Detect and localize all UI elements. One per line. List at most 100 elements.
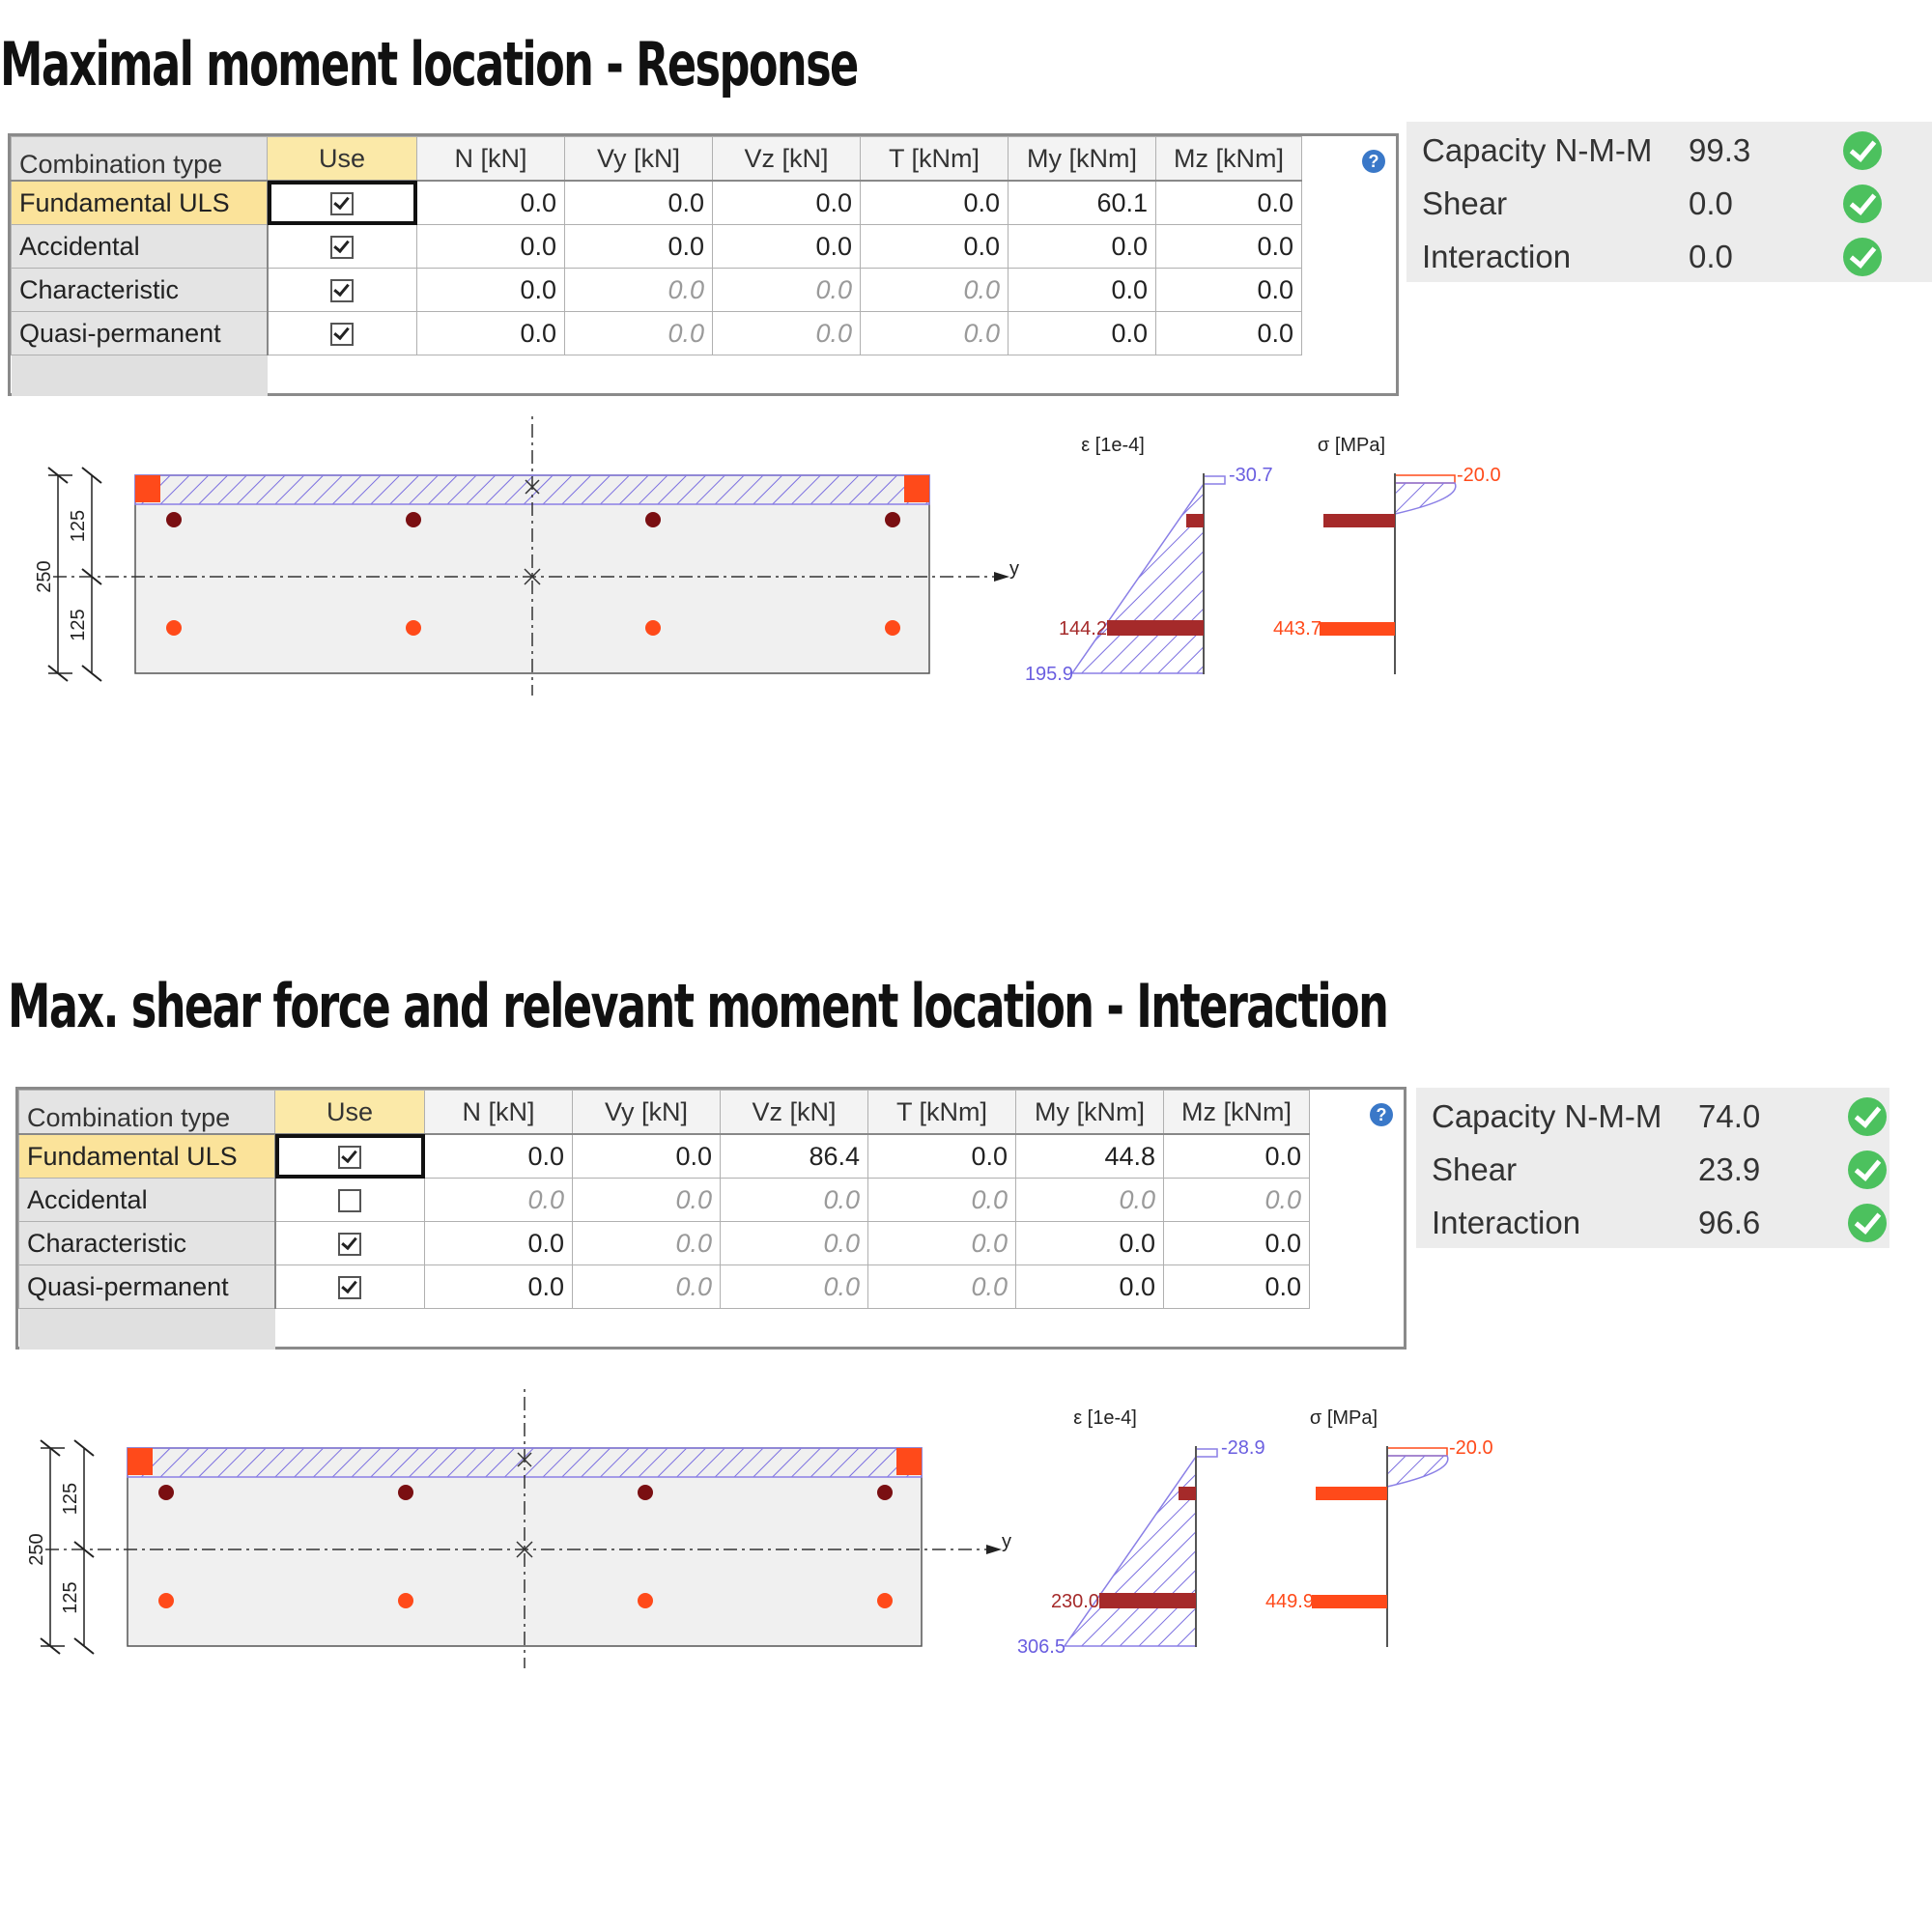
value-cell[interactable]: 0.0 [1155,268,1302,312]
use-checkbox-cell[interactable] [274,1221,425,1265]
value-cell[interactable]: 0.0 [416,311,565,355]
value-cell[interactable]: 0.0 [860,180,1009,225]
column-header[interactable]: Mz [kNm] [1163,1090,1310,1135]
column-header[interactable]: Mz [kNm] [1155,136,1302,182]
use-checkbox[interactable] [330,279,355,303]
column-header[interactable]: Combination type [11,136,268,182]
value-cell[interactable]: 0.0 [424,1133,573,1179]
value-cell[interactable]: 0.0 [860,268,1009,312]
value-cell[interactable]: 0.0 [712,180,861,225]
value-cell[interactable]: 0.0 [1155,224,1302,269]
value-cell[interactable]: 0.0 [424,1264,573,1309]
value-cell[interactable]: 0.0 [564,224,713,269]
combination-label[interactable]: Quasi-permanent [18,1264,276,1309]
value-cell[interactable]: 0.0 [712,224,861,269]
value-cell[interactable]: 0.0 [424,1178,573,1222]
combination-label[interactable]: Accidental [11,224,269,269]
value-cell[interactable]: 0.0 [720,1264,868,1309]
value-cell[interactable]: 0.0 [860,311,1009,355]
value-cell[interactable]: 0.0 [1155,311,1302,355]
use-checkbox-cell[interactable] [267,180,417,225]
column-header[interactable]: Vy [kN] [572,1090,721,1135]
column-header[interactable]: Vy [kN] [564,136,713,182]
use-checkbox[interactable] [330,192,355,216]
value-cell[interactable]: 0.0 [1015,1178,1164,1222]
value-cell[interactable]: 0.0 [416,268,565,312]
value-cell[interactable]: 86.4 [720,1133,868,1179]
combination-label[interactable]: Quasi-permanent [11,311,269,355]
value-cell[interactable]: 0.0 [424,1221,573,1265]
combination-label[interactable]: Accidental [18,1178,276,1222]
value-cell[interactable]: 0.0 [1163,1264,1310,1309]
value-cell[interactable]: 0.0 [867,1133,1016,1179]
combination-label[interactable]: Characteristic [18,1221,276,1265]
value-cell[interactable]: 0.0 [720,1178,868,1222]
use-checkbox-cell[interactable] [267,268,417,312]
value-cell[interactable]: 0.0 [416,180,565,225]
value-cell[interactable]: 0.0 [1015,1264,1164,1309]
combination-label[interactable]: Fundamental ULS [11,180,269,225]
value-cell[interactable]: 0.0 [572,1221,721,1265]
value-cell[interactable]: 0.0 [1163,1221,1310,1265]
column-header[interactable]: Combination type [18,1090,275,1135]
value-cell[interactable]: 44.8 [1015,1133,1164,1179]
centroid-marker [517,1452,532,1467]
use-checkbox[interactable] [338,1146,362,1170]
use-checkbox[interactable] [330,236,355,260]
value-cell[interactable]: 0.0 [867,1264,1016,1309]
combination-label[interactable]: Fundamental ULS [18,1133,276,1179]
value-cell[interactable]: 60.1 [1008,180,1156,225]
column-header[interactable]: Vz [kN] [712,136,861,182]
value-cell[interactable]: 0.0 [720,1221,868,1265]
combination-label[interactable]: Characteristic [11,268,269,312]
value-cell[interactable]: 0.0 [564,311,713,355]
use-checkbox-cell[interactable] [274,1178,425,1222]
use-checkbox-cell[interactable] [274,1264,425,1309]
value-cell[interactable]: 0.0 [1015,1221,1164,1265]
column-header[interactable]: Use [274,1090,425,1135]
value-cell[interactable]: 0.0 [1008,224,1156,269]
use-checkbox[interactable] [338,1189,362,1213]
value-cell[interactable]: 0.0 [572,1178,721,1222]
value-cell[interactable]: 0.0 [712,311,861,355]
column-header[interactable]: N [kN] [416,136,565,182]
value-cell[interactable]: 0.0 [867,1221,1016,1265]
column-header[interactable]: Vz [kN] [720,1090,868,1135]
value-cell[interactable]: 0.0 [1008,268,1156,312]
value-cell[interactable]: 0.0 [1163,1178,1310,1222]
use-checkbox-cell[interactable] [274,1133,425,1179]
column-header[interactable]: My [kNm] [1015,1090,1164,1135]
help-icon[interactable]: ? [1370,1103,1393,1126]
value-cell[interactable]: 0.0 [564,180,713,225]
value-cell[interactable]: 0.0 [712,268,861,312]
column-header[interactable]: My [kNm] [1008,136,1156,182]
column-header[interactable]: Use [267,136,417,182]
value-cell[interactable]: 0.0 [860,224,1009,269]
value-cell[interactable]: 0.0 [1163,1133,1310,1179]
column-header[interactable]: T [kNm] [867,1090,1016,1135]
value-cell[interactable]: 0.0 [564,268,713,312]
value-cell[interactable]: 0.0 [572,1264,721,1309]
use-checkbox[interactable] [330,323,355,347]
value-cell[interactable]: 0.0 [1008,311,1156,355]
use-checkbox-cell[interactable] [267,311,417,355]
column-header[interactable]: T [kNm] [860,136,1009,182]
use-checkbox[interactable] [338,1276,362,1300]
value-cell[interactable]: 0.0 [867,1178,1016,1222]
value-cell[interactable]: 0.0 [1155,180,1302,225]
use-checkbox[interactable] [338,1233,362,1257]
use-checkbox-cell[interactable] [267,224,417,269]
value-cell[interactable]: 0.0 [416,224,565,269]
value-cell[interactable]: 0.0 [572,1133,721,1179]
help-icon[interactable]: ? [1362,150,1385,173]
column-header[interactable]: N [kN] [424,1090,573,1135]
